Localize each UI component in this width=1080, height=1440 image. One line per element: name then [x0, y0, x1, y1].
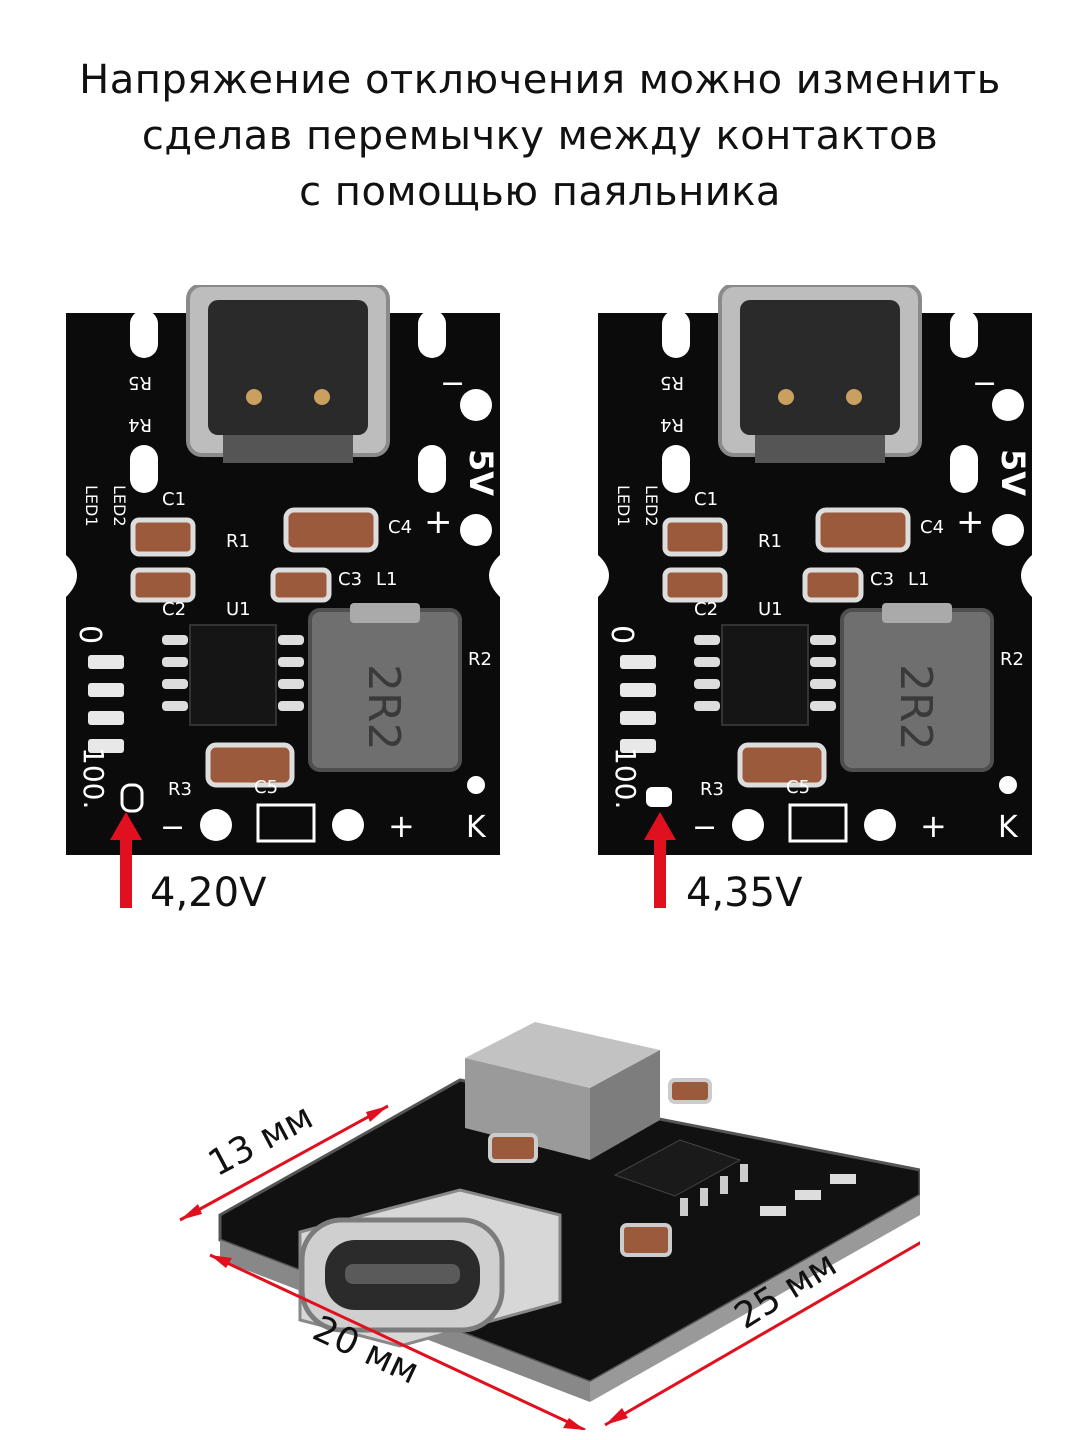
- label-k: K: [998, 810, 1019, 845]
- label-led1: LED1: [82, 485, 101, 527]
- label-zero: 0: [604, 625, 639, 644]
- label-plus-bottom: +: [388, 807, 415, 845]
- label-hundred: 100.: [77, 747, 110, 809]
- label-hundred: 100.: [609, 747, 642, 809]
- label-r4: R4: [660, 414, 684, 435]
- label-led2: LED2: [110, 485, 129, 527]
- label-r2: R2: [1000, 649, 1024, 670]
- label-plus-right: +: [424, 502, 453, 542]
- label-u1: U1: [226, 599, 251, 620]
- label-r3: R3: [168, 779, 192, 800]
- label-c4: C4: [388, 517, 412, 538]
- label-c1: C1: [162, 489, 186, 510]
- label-5v: 5V: [462, 449, 500, 496]
- board-left-drawing: R5 R4 LED1 LED2 C1 R1 C3 L1 C4 C2 U1 R2 …: [66, 283, 500, 855]
- inductor-marking: 2R2: [358, 664, 409, 751]
- voltage-left: 4,20V: [150, 870, 267, 916]
- label-5v: 5V: [994, 449, 1032, 496]
- label-plus-right: +: [956, 502, 985, 542]
- label-zero: 0: [72, 625, 107, 644]
- label-c5: C5: [254, 777, 278, 798]
- label-minus-top: −: [440, 366, 465, 401]
- label-r2: R2: [468, 649, 492, 670]
- header-line-2: сделав перемычку между контактов: [141, 113, 939, 159]
- arrow-right: [644, 812, 676, 908]
- label-r4: R4: [128, 414, 152, 435]
- label-c3: C3: [870, 569, 894, 590]
- label-u1: U1: [758, 599, 783, 620]
- label-r5: R5: [128, 372, 152, 393]
- voltage-right: 4,35V: [686, 870, 803, 916]
- inductor-marking: 2R2: [890, 664, 941, 751]
- label-led1: LED1: [614, 485, 633, 527]
- board-perspective-photo: [160, 1010, 926, 1432]
- label-c5: C5: [786, 777, 810, 798]
- header-text: Напряжение отключения можно изменить сде…: [0, 52, 1080, 220]
- label-c1: C1: [694, 489, 718, 510]
- header-line-3: с помощью паяльника: [299, 169, 781, 215]
- label-l1: L1: [908, 569, 929, 590]
- label-plus-bottom: +: [920, 807, 947, 845]
- label-r1: R1: [226, 531, 250, 552]
- label-led2: LED2: [642, 485, 661, 527]
- label-c4: C4: [920, 517, 944, 538]
- label-minus-bottom: −: [160, 810, 185, 845]
- label-c2: C2: [162, 599, 186, 620]
- label-c2: C2: [694, 599, 718, 620]
- label-k: K: [466, 810, 487, 845]
- arrow-left: [110, 812, 142, 908]
- board-right-drawing: R5 R4 LED1 LED2 C1 R1 C3 L1 C4 C2 U1 R2 …: [598, 283, 1032, 855]
- label-r1: R1: [758, 531, 782, 552]
- label-r5: R5: [660, 372, 684, 393]
- board-photo-right: R5 R4 LED1 LED2 C1 R1 C3 L1 C4 C2 U1 R2 …: [590, 283, 1050, 855]
- label-r3: R3: [700, 779, 724, 800]
- label-l1: L1: [376, 569, 397, 590]
- board-perspective-drawing: [179, 1022, 926, 1432]
- header-line-1: Напряжение отключения можно изменить: [79, 57, 1001, 103]
- label-c3: C3: [338, 569, 362, 590]
- label-minus-bottom: −: [692, 810, 717, 845]
- label-minus-top: −: [972, 366, 997, 401]
- board-photo-left: R5 R4 LED1 LED2 C1 R1 C3 L1 C4 C2 U1 R2 …: [58, 283, 518, 855]
